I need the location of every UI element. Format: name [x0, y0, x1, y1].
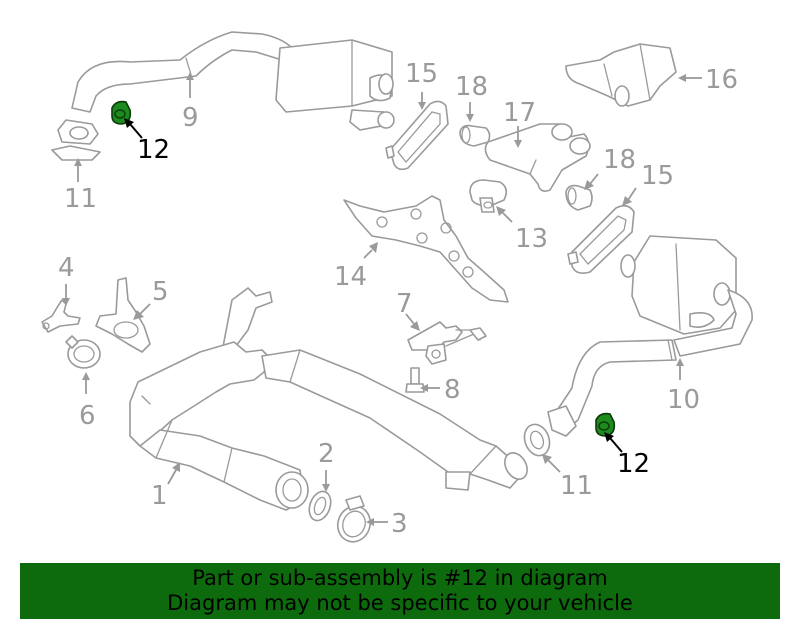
- exhaust-parts-diagram: 9 11 12 15 18 17 16 18 15 13 14 10 12 11…: [41, 31, 753, 543]
- callout-17: 17: [503, 98, 536, 128]
- banner-line-1: Part or sub-assembly is #12 in diagram: [192, 566, 608, 590]
- callout-9: 9: [182, 103, 199, 133]
- callout-16: 16: [705, 65, 738, 95]
- part-7-sensor: [407, 321, 487, 365]
- part-8-bolt: [405, 367, 425, 393]
- part-14-bracket: [343, 195, 509, 303]
- callout-10: 10: [667, 385, 700, 415]
- part-3-clamp: [336, 495, 372, 543]
- callout-7: 7: [396, 289, 413, 319]
- callout-11-lower: 11: [560, 471, 593, 501]
- callout-8: 8: [444, 375, 461, 405]
- part-16-heat-shield: [565, 43, 677, 107]
- part-6-clamp: [65, 335, 101, 369]
- callout-18-upper: 18: [455, 72, 488, 102]
- part-9-rear-pipe-muffler: [57, 31, 395, 145]
- part-18-clamp-upper: [459, 124, 491, 147]
- part-18-clamp-lower: [565, 184, 593, 211]
- callout-5: 5: [152, 277, 169, 307]
- callout-6: 6: [79, 401, 96, 431]
- callout-3: 3: [391, 509, 408, 539]
- callout-2: 2: [318, 439, 335, 469]
- callout-leaders: [62, 72, 702, 526]
- callout-18-lower: 18: [603, 145, 636, 175]
- callout-12-upper: 12: [137, 135, 170, 165]
- part-15-flange-lower: [567, 204, 635, 274]
- callout-13: 13: [515, 224, 548, 254]
- callout-12-lower: 12: [617, 449, 650, 479]
- part-2-gasket: [308, 490, 332, 522]
- part-11-gasket-lower: [523, 423, 551, 457]
- callout-leaders-highlight: [124, 118, 623, 453]
- part-12-hanger-upper-icon: [111, 100, 132, 125]
- callout-labels: 9 11 12 15 18 17 16 18 15 13 14 10 12 11…: [58, 59, 738, 539]
- part-4-bracket: [41, 299, 81, 333]
- callout-4: 4: [58, 253, 75, 283]
- part-12-hanger-lower-icon: [595, 412, 616, 437]
- callout-15-upper: 15: [405, 59, 438, 89]
- banner-line-2: Diagram may not be specific to your vehi…: [167, 591, 633, 615]
- part-13-clamp: [469, 179, 508, 213]
- part-11-gasket-upper: [51, 145, 101, 161]
- part-17-tailpipe-tips: [484, 123, 591, 192]
- part-1-front-pipe-converter: [129, 287, 528, 511]
- part-10-rear-pipe-muffler: [547, 235, 753, 437]
- part-15-flange-upper: [385, 100, 449, 171]
- callout-15-lower: 15: [641, 161, 674, 191]
- part-5-bracket: [95, 277, 151, 353]
- callout-14: 14: [334, 262, 367, 292]
- callout-11-upper: 11: [64, 184, 97, 214]
- part-info-banner: Part or sub-assembly is #12 in diagram D…: [20, 563, 780, 619]
- callout-1: 1: [151, 481, 168, 511]
